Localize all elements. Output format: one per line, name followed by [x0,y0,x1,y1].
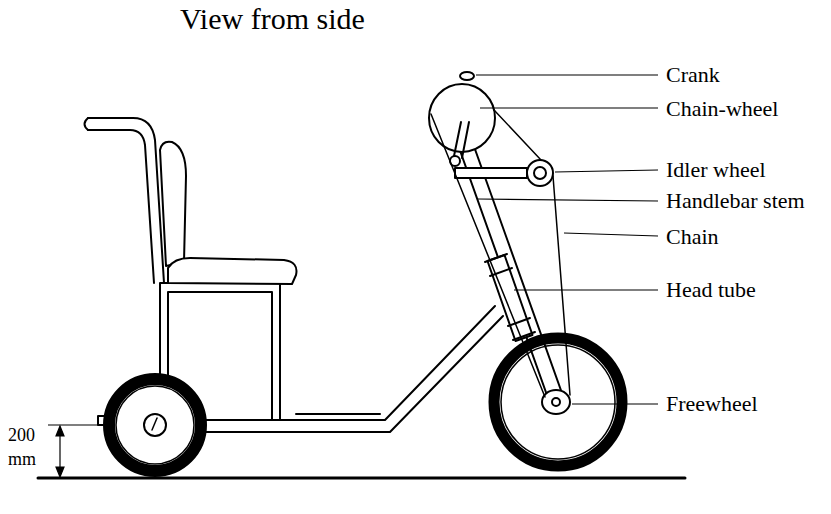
freewheel-axle [552,398,560,406]
front-wheel-rim [501,345,615,459]
chain [553,176,570,395]
leader-line [555,170,658,172]
rear-wheel [109,379,201,471]
front-wheel [494,338,622,466]
rear-hub [144,414,166,436]
idler-wheel [527,160,553,186]
seat-cushion [168,258,297,284]
part-label: Freewheel [665,391,759,416]
freewheel [542,390,570,414]
dimension [48,425,100,477]
backrest [160,142,186,266]
leader-line [572,403,658,404]
chain [494,110,541,160]
part-label: Handlebar stem [665,188,806,213]
push-handle [88,118,164,283]
chain-wheel [429,84,495,152]
footboard [296,413,380,415]
leader-line [476,74,658,75]
dimension-label: 200 mm [7,423,45,472]
part-label: Crank [665,62,721,87]
leader-line [480,107,658,108]
leader-line [564,233,658,236]
push-handle [85,118,89,130]
rear-wheel-rim [116,386,194,464]
part-label: Chain [665,224,720,249]
tricycle [38,72,685,478]
title: View from side [180,2,365,37]
part-label: Head tube [665,277,757,302]
part-label: Chain-wheel [665,96,779,121]
idler-arm [455,168,527,178]
crank-arm [454,122,469,158]
part-label: Idler wheel [665,157,767,182]
chain [431,114,545,397]
ground-line [38,477,685,480]
idler-axle [534,167,546,179]
push-handle [88,130,154,283]
leader-lines [476,75,658,404]
leader-line [478,199,658,201]
rear-hub-mark [152,418,157,430]
crank-pedal [460,72,474,80]
handlebar-stem [466,124,563,396]
dimension-arrow [56,426,64,436]
dimension-arrow [56,467,64,477]
leader-line [514,289,658,290]
dimension-line [48,424,100,425]
